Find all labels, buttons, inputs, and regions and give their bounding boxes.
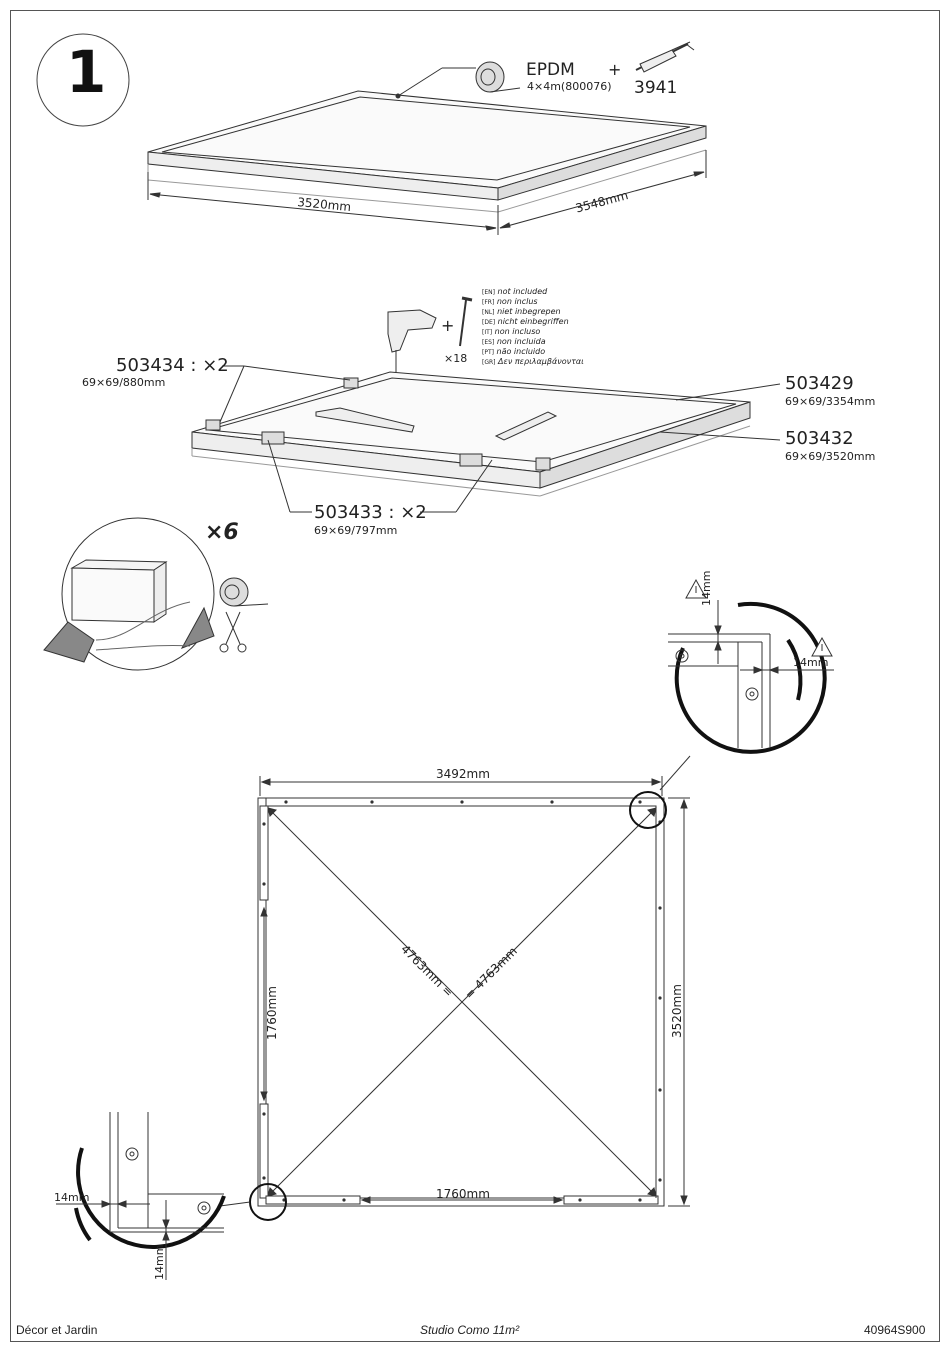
not-included-line-fr: [FR] non inclus <box>482 297 538 306</box>
page-border <box>10 10 940 1342</box>
part-503432-code: 503432 <box>785 428 854 449</box>
screw-qty: ×18 <box>444 352 468 365</box>
epdm-label: EPDM <box>526 60 575 80</box>
drill-icon <box>387 309 437 372</box>
tape-roll-icon <box>219 577 249 607</box>
sealant-code: 3941 <box>634 78 678 98</box>
plan-dimension-lines <box>259 776 690 1207</box>
epdm-size: 4×4m(800076) <box>527 80 612 93</box>
detail-bl-vertical-dim: 14mm <box>153 1244 166 1280</box>
part-503433-code: 503433 : ×2 <box>314 502 427 523</box>
frame-dimension-lines <box>147 150 707 235</box>
part-503432-size: 69×69/3520mm <box>785 450 876 463</box>
not-included-line-de: [DE] nicht einbegriffen <box>482 317 569 326</box>
tools-plus: + <box>441 316 455 335</box>
warning-icon-1 <box>685 578 707 599</box>
plan-screw-dots <box>262 800 662 1202</box>
plan-right-height: 3520mm <box>670 984 684 1038</box>
plan-bottom-gap: 1760mm <box>436 1187 490 1201</box>
footer-brand: Décor et Jardin <box>16 1323 98 1337</box>
tape-quantity: ×6 <box>205 520 239 545</box>
not-included-line-en: [EN] not included <box>482 287 548 296</box>
sealant-gun-icon <box>635 41 695 73</box>
part-503434-size: 69×69/880mm <box>82 376 166 389</box>
epdm-plus: + <box>608 60 622 79</box>
part-503429-code: 503429 <box>785 373 854 394</box>
footer-product: Studio Como 11m² <box>420 1323 520 1337</box>
step-number: 1 <box>66 38 107 106</box>
screw-icon <box>459 296 473 347</box>
not-included-line-it: [IT] non incluso <box>482 327 541 336</box>
not-included-line-es: [ES] non incluida <box>482 337 546 346</box>
step-circle <box>36 33 130 127</box>
detail-tr-vertical-dim: 14mm <box>700 570 713 606</box>
footer-reference: 40964S900 <box>864 1323 926 1337</box>
plan-view <box>219 791 667 1221</box>
detail-bottom-left <box>56 1112 226 1280</box>
detail-bl-horizontal-dim: 14mm <box>54 1191 90 1204</box>
detail-top-right <box>659 600 834 791</box>
plan-left-height: 1760mm <box>265 986 279 1040</box>
corner-bracket-right <box>494 411 558 441</box>
not-included-line-gr: [GR] Δεν περιλαμβάνονται <box>482 357 584 366</box>
not-included-line-pt: [PT] não incluido <box>482 347 546 356</box>
frame-parts-view <box>191 371 751 497</box>
corner-bracket-left <box>315 407 415 433</box>
scissors-icon <box>219 611 247 653</box>
warning-icon-2 <box>811 636 833 657</box>
detail-tr-horizontal-dim: 14mm <box>793 656 829 669</box>
epdm-roll-icon <box>475 61 505 93</box>
not-included-line-nl: [NL] niet inbegrepen <box>482 307 561 316</box>
part-503433-size: 69×69/797mm <box>314 524 398 537</box>
plan-top-width: 3492mm <box>436 767 490 781</box>
frame-top-view <box>147 90 707 213</box>
tape-detail <box>43 517 215 671</box>
part-503429-size: 69×69/3354mm <box>785 395 876 408</box>
part-503434-code: 503434 : ×2 <box>116 355 229 376</box>
